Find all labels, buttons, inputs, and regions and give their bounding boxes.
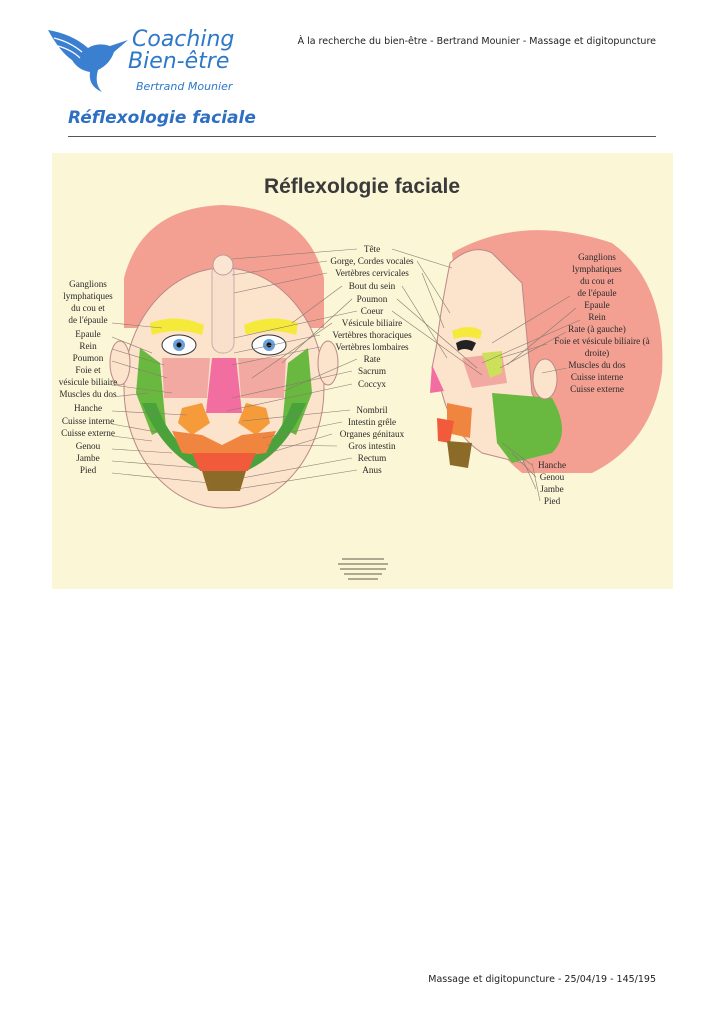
label-vertebres-lombaires: Vertèbres lombaires <box>335 342 409 352</box>
label-front-poumon: Poumon <box>73 353 104 363</box>
label-intestin-grele: Intestin grêle <box>348 417 396 427</box>
label-front-jambe: Jambe <box>76 453 99 463</box>
label-profile-hanche: Hanche <box>538 460 566 470</box>
label-front-vesicule: vésicule biliaire <box>59 377 117 387</box>
header-rule <box>68 136 656 137</box>
label-profile-rate: Rate (à gauche) <box>568 324 626 334</box>
label-anus: Anus <box>362 465 382 475</box>
logo-line-1: Coaching <box>132 27 235 52</box>
label-sacrum: Sacrum <box>358 366 386 376</box>
label-profile-ganglions: Ganglions <box>578 252 616 262</box>
label-front-cuisse-interne: Cuisse interne <box>62 416 114 426</box>
label-front-muscles-dos: Muscles du dos <box>59 389 117 399</box>
label-rate: Rate <box>364 354 381 364</box>
label-front-du-cou: du cou et <box>71 303 105 313</box>
front-face-drawing <box>109 205 339 509</box>
label-bout-du-sein: Bout du sein <box>349 281 396 291</box>
label-front-epaule-line: de l'épaule <box>68 315 107 325</box>
page-footer: Massage et digitopuncture - 25/04/19 - 1… <box>428 974 656 985</box>
label-profile-du-cou: du cou et <box>580 276 614 286</box>
label-vertebres-cervicales: Vertèbres cervicales <box>335 268 409 278</box>
label-front-genou: Genou <box>76 441 101 451</box>
label-profile-pied: Pied <box>544 496 561 506</box>
label-poumon: Poumon <box>357 294 388 304</box>
label-coccyx: Coccyx <box>358 379 386 389</box>
publisher-stamp <box>338 558 388 580</box>
poster-illustration: Réflexologie faciale <box>59 175 663 580</box>
label-coeur: Coeur <box>361 306 383 316</box>
section-title: Réflexologie faciale <box>68 108 256 128</box>
label-vertebres-thoraciques: Vertèbres thoraciques <box>332 330 412 340</box>
profile-face-drawing <box>430 230 663 473</box>
label-vesicule-biliaire: Vésicule biliaire <box>342 318 402 328</box>
label-organes-genitaux: Organes génitaux <box>340 429 405 439</box>
logo-line-2: Bien-être <box>128 49 230 74</box>
center-labels: Tête Gorge, Cordes vocales Vertèbres cer… <box>226 244 483 490</box>
label-profile-droite: droite) <box>585 348 610 358</box>
label-rectum: Rectum <box>358 453 387 463</box>
label-front-foie: Foie et <box>75 365 101 375</box>
front-left-labels: Ganglions lymphatiques du cou et de l'ép… <box>59 279 211 484</box>
label-profile-lymphatiques: lymphatiques <box>572 264 622 274</box>
label-front-lymphatiques: lymphatiques <box>63 291 113 301</box>
label-front-cuisse-externe: Cuisse externe <box>61 428 115 438</box>
label-profile-jambe: Jambe <box>540 484 563 494</box>
label-profile-foie: Foie et vésicule biliaire (à <box>554 336 649 346</box>
profile-labels: Ganglions lymphatiques du cou et de l'ép… <box>481 252 650 506</box>
label-profile-muscles-dos: Muscles du dos <box>568 360 626 370</box>
label-profile-rein: Rein <box>588 312 606 322</box>
label-front-rein: Rein <box>79 341 97 351</box>
label-profile-genou: Genou <box>540 472 565 482</box>
label-tete: Tête <box>364 244 380 254</box>
hummingbird-icon <box>48 30 128 92</box>
logo: Coaching Bien-être Bertrand Mounier <box>44 24 244 104</box>
logo-author: Bertrand Mounier <box>136 80 233 93</box>
facial-reflexology-poster: Réflexologie faciale <box>52 153 673 589</box>
label-front-pied: Pied <box>80 465 97 475</box>
label-front-hanche: Hanche <box>74 403 102 413</box>
label-gros-intestin: Gros intestin <box>348 441 396 451</box>
label-profile-epaule-line: de l'épaule <box>577 288 616 298</box>
poster-title: Réflexologie faciale <box>264 175 460 198</box>
label-profile-cuisse-externe: Cuisse externe <box>570 384 624 394</box>
label-gorge: Gorge, Cordes vocales <box>330 256 414 266</box>
label-front-ganglions: Ganglions <box>69 279 107 289</box>
running-header: À la recherche du bien-être - Bertrand M… <box>297 36 656 47</box>
label-nombril: Nombril <box>356 405 388 415</box>
label-front-epaule: Epaule <box>75 329 101 339</box>
label-profile-cuisse-interne: Cuisse interne <box>571 372 623 382</box>
label-profile-epaule: Epaule <box>584 300 610 310</box>
